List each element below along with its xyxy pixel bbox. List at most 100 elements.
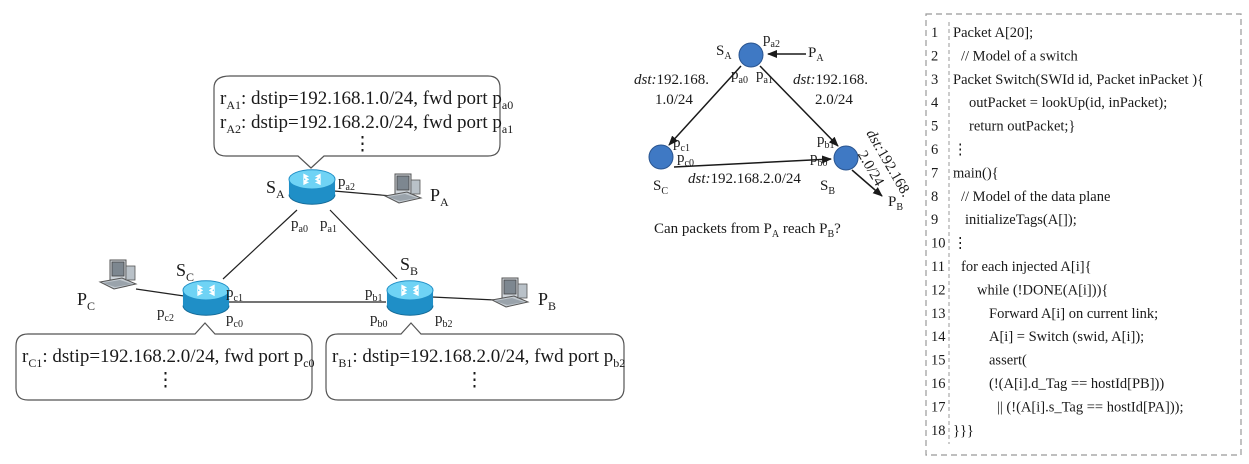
port-label-a2: pa2 — [338, 174, 355, 193]
host-label-pa: PA — [430, 185, 449, 209]
code-line-text: // Model of the data plane — [961, 189, 1110, 205]
rule-b1-sub: B1 — [338, 356, 352, 370]
rule-a2-prefix: r — [220, 112, 227, 133]
code-line-number: 1 — [931, 25, 938, 41]
code-line-text: ⋮ — [953, 142, 968, 158]
code-line-number: 4 — [931, 95, 939, 111]
edge-label-b-out: dst:192.168. 2.0/24 — [854, 127, 914, 200]
code-line-number: 5 — [931, 119, 938, 135]
code-line-text: Forward A[i] on current link; — [989, 306, 1158, 322]
node-sb — [833, 145, 859, 171]
mid-port-c1: pc1 — [673, 135, 690, 154]
edge-label-ab: dst:192.168. — [793, 72, 868, 88]
rule-a2-sub: A2 — [226, 122, 241, 136]
code-line-text: || (!(A[i].s_Tag == hostId[PA])); — [997, 399, 1184, 415]
mid-host-pb: PB — [888, 194, 903, 213]
code-line-text: main(){ — [953, 165, 999, 181]
port-label-a1: pa1 — [320, 216, 337, 235]
svg-text:rA2: dstip=192.168.2.0/24, fwd: rA2: dstip=192.168.2.0/24, fwd port pa1 — [220, 112, 513, 136]
svg-text:rA1: dstip=192.168.1.0/24, fwd: rA1: dstip=192.168.1.0/24, fwd port pa0 — [220, 88, 513, 112]
code-line-number: 16 — [931, 376, 946, 392]
code-line-number: 11 — [931, 259, 945, 275]
rule-a1-body: : dstip=192.168.1.0/24, fwd port p — [241, 88, 502, 109]
port-label-a0: pa0 — [291, 216, 308, 235]
code-line-number: 6 — [931, 142, 938, 158]
code-line-number: 17 — [931, 399, 946, 415]
mid-port-b1: pb1 — [817, 132, 835, 151]
rule-a2-port: a1 — [502, 122, 513, 136]
host-label-pc: PC — [77, 289, 95, 313]
code-line-text: while (!DONE(A[i])){ — [977, 282, 1108, 298]
code-line-text: (!(A[i].d_Tag == hostId[PB])) — [989, 376, 1164, 392]
port-label-c0: pc0 — [226, 311, 243, 330]
code-line-number: 15 — [931, 353, 946, 369]
rule-c1-prefix: r — [22, 346, 29, 367]
question-caption: Can packets from PA reach PB? — [654, 221, 841, 240]
code-line-number: 8 — [931, 189, 938, 205]
mid-port-b0: pb0 — [810, 150, 828, 169]
topology-diagram: rA1: dstip=192.168.1.0/24, fwd port pa0 … — [15, 75, 625, 401]
code-line-text: initializeTags(A[]); — [965, 212, 1077, 228]
host-label-pb: PB — [538, 289, 556, 313]
router-icon-sa — [288, 169, 336, 205]
rule-c1-port: c0 — [303, 356, 314, 370]
rule-a2-body: : dstip=192.168.2.0/24, fwd port p — [241, 112, 502, 133]
code-line-number: 12 — [931, 282, 946, 298]
rule-c1-body: : dstip=192.168.2.0/24, fwd port p — [42, 346, 303, 367]
edge-sa-sc — [668, 65, 742, 146]
edge-label-cb: dst:192.168.2.0/24 — [688, 171, 801, 187]
code-line-text: Packet Switch(SWId id, Packet inPacket )… — [953, 72, 1204, 88]
code-line-text: return outPacket;} — [969, 119, 1075, 135]
code-line-text: Packet A[20]; — [953, 25, 1033, 41]
code-line-text: assert( — [989, 353, 1027, 369]
code-line-text: for each injected A[i]{ — [961, 259, 1092, 275]
router-icon-sc — [182, 280, 230, 316]
code-line-number: 9 — [931, 212, 938, 228]
rule-box-c — [15, 322, 313, 401]
link-sa-pa — [333, 190, 393, 197]
abstract-model-diagram: SA SC SB pa2 pa0 pa1 pc1 pc0 pb1 pb0 PA … — [634, 31, 914, 240]
mid-host-pa: PA — [808, 45, 824, 64]
code-line-number: 3 — [931, 72, 938, 88]
svg-text:rC1: dstip=192.168.2.0/24, fwd: rC1: dstip=192.168.2.0/24, fwd port pc0 — [22, 346, 315, 370]
mid-port-a1: pa1 — [756, 67, 773, 86]
rule-b-more: ⋮ — [465, 370, 484, 391]
rule-b1-prefix: r — [332, 346, 339, 367]
mid-port-a2: pa2 — [763, 31, 780, 50]
port-label-b2: pb2 — [435, 311, 453, 330]
code-line-number: 7 — [931, 165, 938, 181]
rule-a1-port: a0 — [502, 98, 513, 112]
computer-icon-pa — [384, 173, 422, 204]
rule-a1-prefix: r — [220, 88, 227, 109]
code-line-text: }}} — [953, 423, 974, 439]
mid-port-c0: pc0 — [677, 150, 694, 169]
node-sc — [648, 144, 674, 170]
rule-b1-port: b2 — [613, 356, 625, 370]
code-line-number: 10 — [931, 236, 946, 252]
port-label-b0: pb0 — [370, 311, 388, 330]
node-sa — [738, 42, 764, 68]
code-line-text: A[i] = Switch (swid, A[i]); — [989, 329, 1144, 345]
code-line-number: 2 — [931, 48, 938, 64]
node-label-sc: SC — [653, 178, 668, 197]
edge-label-ac-2: 1.0/24 — [655, 92, 693, 108]
code-line-number: 13 — [931, 306, 946, 322]
link-sc-pc — [135, 288, 185, 297]
port-label-b1: pb1 — [365, 285, 383, 304]
node-label-sa: SA — [716, 43, 732, 62]
rule-box-a — [213, 75, 501, 169]
edge-sc-sb — [673, 155, 832, 168]
link-sb-pb — [431, 296, 496, 301]
node-label-sb: SB — [820, 178, 835, 197]
edge-label-ac: dst:192.168. — [634, 72, 709, 88]
rule-c-more: ⋮ — [156, 370, 175, 391]
router-icon-sb — [386, 280, 434, 316]
edge-label-ab-2: 2.0/24 — [815, 92, 853, 108]
switch-label-sb: SB — [400, 254, 418, 278]
switch-label-sa: SA — [266, 177, 285, 201]
link-sa-sc — [222, 209, 298, 280]
code-box — [925, 13, 1242, 456]
rule-a-more: ⋮ — [353, 134, 372, 155]
